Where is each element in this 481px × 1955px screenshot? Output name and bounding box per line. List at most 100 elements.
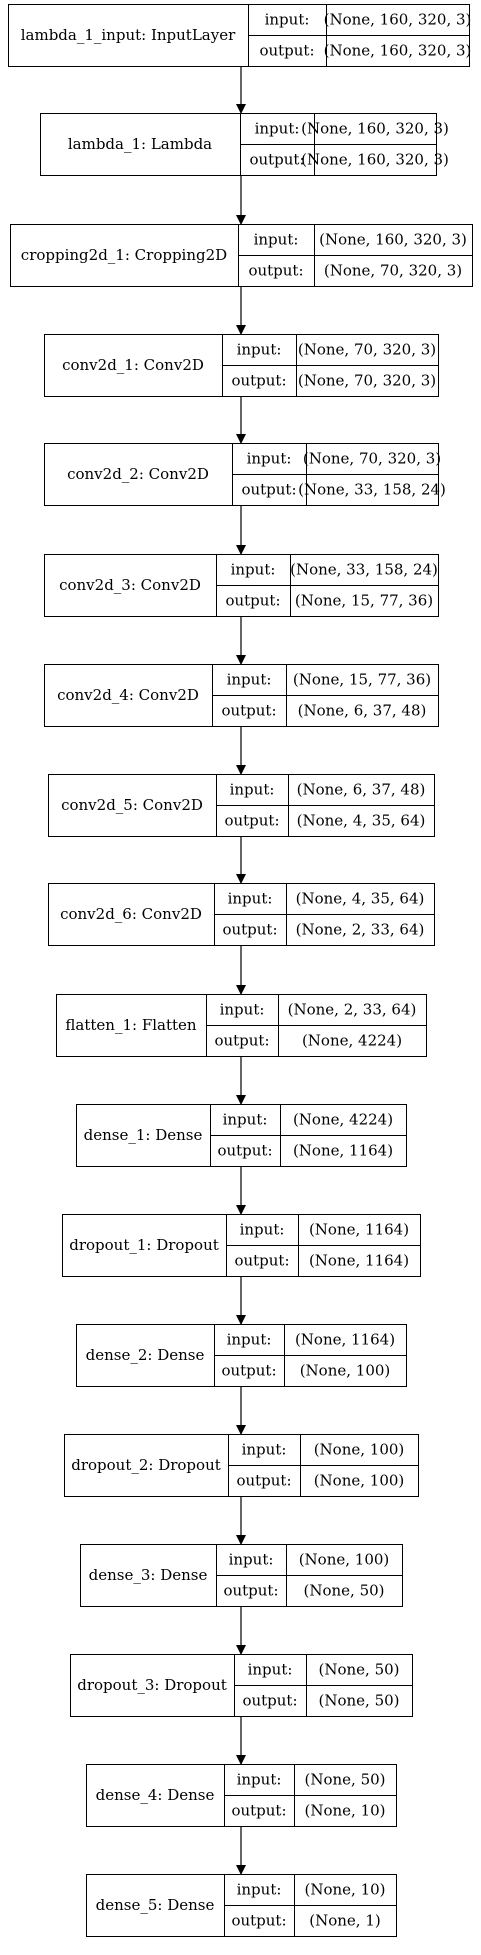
layer-name: dense_1: Dense [84,1126,203,1144]
input-shape: (None, 50) [304,1771,385,1789]
output-shape: (None, 1164) [309,1252,409,1270]
output-label: output: [222,921,277,939]
layer-name: dropout_1: Dropout [69,1236,219,1254]
input-label: input: [220,1001,265,1019]
input-shape: (None, 2, 33, 64) [288,1001,417,1019]
layer-node-dense-5: dense_5: Dense input: output: (None, 10) (No… [86,1874,397,1937]
layer-node-dense-3: dense_3: Dense input: output: (None, 100) (N… [80,1544,403,1607]
input-shape: (None, 15, 77, 36) [293,671,431,689]
layer-name: lambda_1: Lambda [68,135,212,153]
output-label: output: [234,1252,289,1270]
nodes: lambda_1_input: InputLayerinput:output:(… [8,4,473,1937]
layer-name: dense_3: Dense [89,1566,208,1584]
input-label: input: [265,11,310,29]
layer-node-flatten-1: flatten_1: Flatten input: output: (None, 2,… [56,994,427,1057]
output-shape: (None, 100) [314,1472,405,1490]
input-label: input: [247,450,292,468]
input-shape: (None, 160, 320, 3) [301,120,449,138]
input-label: input: [255,120,300,138]
output-shape: (None, 70, 320, 3) [324,262,462,280]
output-shape: (None, 2, 33, 64) [296,921,425,939]
layer-name: dense_2: Dense [86,1346,205,1364]
layer-node-conv2d-3: conv2d_3: Conv2D input: output: (None, 33, … [44,554,439,617]
layer-name: cropping2d_1: Cropping2D [21,246,227,264]
layer-name: conv2d_3: Conv2D [59,576,201,594]
output-shape: (None, 50) [303,1582,384,1600]
input-shape: (None, 100) [299,1551,390,1569]
output-label: output: [248,262,303,280]
output-shape: (None, 15, 77, 36) [295,592,433,610]
layer-node-dense-1: dense_1: Dense input: output: (None, 4224) (… [76,1104,407,1167]
layer-name: dense_4: Dense [96,1786,215,1804]
input-shape: (None, 33, 158, 24) [290,561,438,579]
output-shape: (None, 100) [300,1362,391,1380]
output-shape: (None, 50) [318,1692,399,1710]
output-shape: (None, 33, 158, 24) [298,481,446,499]
output-label: output: [225,592,280,610]
input-label: input: [237,341,282,359]
output-label: output: [231,1912,286,1930]
input-label: input: [231,561,276,579]
output-label: output: [242,1692,297,1710]
input-label: input: [229,1551,274,1569]
input-shape: (None, 10) [304,1881,385,1899]
output-shape: (None, 70, 320, 3) [298,372,436,390]
output-label: output: [214,1032,269,1050]
input-label: input: [228,890,273,908]
layer-name: dropout_3: Dropout [77,1676,227,1694]
output-label: output: [231,372,286,390]
input-label: input: [254,231,299,249]
layer-node-conv2d-4: conv2d_4: Conv2D input: output: (None, 15, … [44,664,439,727]
output-shape: (None, 1164) [293,1142,393,1160]
output-label: output: [241,481,296,499]
output-label: output: [236,1472,291,1490]
output-label: output: [221,702,276,720]
input-shape: (None, 4224) [293,1111,393,1129]
output-shape: (None, 160, 320, 3) [324,42,472,60]
input-label: input: [240,1221,285,1239]
input-shape: (None, 70, 320, 3) [298,341,436,359]
output-label: output: [217,1142,272,1160]
input-shape: (None, 50) [318,1661,399,1679]
output-label: output: [221,1362,276,1380]
layer-node-dropout-1: dropout_1: Dropout input: output: (None, 11… [62,1214,421,1277]
input-shape: (None, 70, 320, 3) [303,450,441,468]
output-shape: (None, 6, 37, 48) [298,702,427,720]
input-label: input: [230,781,275,799]
layer-name: flatten_1: Flatten [65,1016,196,1034]
input-shape: (None, 6, 37, 48) [297,781,426,799]
output-shape: (None, 160, 320, 3) [301,151,449,169]
output-shape: (None, 4224) [302,1032,402,1050]
output-label: output: [223,1582,278,1600]
input-label: input: [227,671,272,689]
input-shape: (None, 1164) [295,1331,395,1349]
input-shape: (None, 4, 35, 64) [296,890,425,908]
layer-node-lambda-1-input: lambda_1_input: InputLayer input: output: (… [8,4,472,67]
layer-name: conv2d_5: Conv2D [61,796,203,814]
input-shape: (None, 160, 320, 3) [324,11,472,29]
input-label: input: [237,1771,282,1789]
layer-node-cropping2d-1: cropping2d_1: Cropping2D input: output: (No… [10,224,473,287]
layer-name: lambda_1_input: InputLayer [21,26,236,44]
layer-name: dense_5: Dense [96,1896,215,1914]
output-shape: (None, 1) [309,1912,380,1930]
layer-name: dropout_2: Dropout [71,1456,221,1474]
layer-node-dropout-2: dropout_2: Dropout input: output: (None, 10… [64,1434,419,1497]
layer-name: conv2d_4: Conv2D [57,686,199,704]
output-label: output: [249,151,304,169]
layer-name: conv2d_2: Conv2D [67,465,209,483]
input-label: input: [223,1111,268,1129]
input-label: input: [242,1441,287,1459]
output-shape: (None, 10) [304,1802,385,1820]
input-shape: (None, 1164) [309,1221,409,1239]
input-label: input: [237,1881,282,1899]
output-shape: (None, 4, 35, 64) [297,812,426,830]
output-label: output: [259,42,314,60]
output-label: output: [224,812,279,830]
